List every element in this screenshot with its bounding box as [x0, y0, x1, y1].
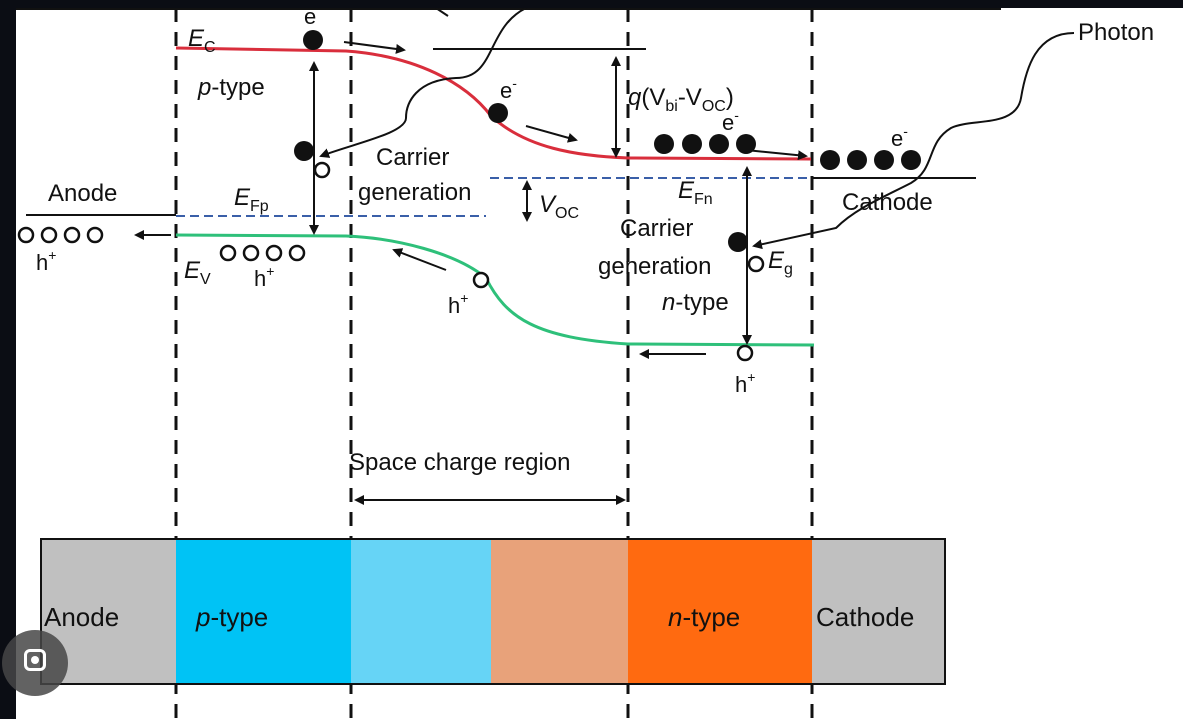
electron [294, 141, 314, 161]
electron [736, 134, 756, 154]
bar-anode-label: Anode [44, 602, 119, 632]
electron [874, 150, 894, 170]
eg-label: Eg [768, 247, 793, 278]
electron-label-top: e [304, 8, 316, 29]
hole-drift-arrow-1 [392, 248, 447, 271]
generation-label-right: generation [598, 253, 711, 280]
built-in-potential-label: q(Vbi-VOC) [628, 84, 734, 115]
n-depletion-layer [491, 539, 628, 684]
n-type-layer [628, 539, 812, 684]
hole [736, 344, 754, 362]
anode-band-label: Anode [48, 180, 117, 207]
electron-label-far: e- [891, 123, 908, 151]
p-type-layer [176, 539, 351, 684]
hole [288, 244, 306, 262]
lens-dot-icon [31, 656, 39, 664]
electron [728, 232, 748, 252]
electron [682, 134, 702, 154]
hole [17, 226, 35, 244]
electron-label-right: e- [722, 107, 739, 135]
hole [472, 271, 490, 289]
efn-label: EFn [678, 177, 713, 208]
cathode-layer [812, 539, 945, 684]
n-type-band-label: n-type [662, 289, 729, 316]
electron [488, 103, 508, 123]
p-depletion-layer [351, 539, 491, 684]
cathode-band-label: Cathode [842, 189, 933, 216]
electron-drift-arrow-2 [525, 125, 578, 143]
hole-label-n: h+ [735, 369, 755, 397]
electron-label-mid: e- [500, 75, 517, 103]
electron [654, 134, 674, 154]
ev-label: EV [184, 257, 211, 288]
hole [313, 161, 331, 179]
electron [820, 150, 840, 170]
hole [747, 255, 765, 273]
electron-drift-arrow-3 [745, 149, 808, 161]
visual-search-button[interactable] [2, 630, 68, 696]
lens-icon [24, 649, 46, 671]
hole [86, 226, 104, 244]
hole-label-mid: h+ [448, 290, 468, 318]
hole [219, 244, 237, 262]
hole-label-anode: h+ [36, 247, 56, 275]
electron [901, 150, 921, 170]
voc-label: VOC [539, 191, 579, 222]
hole [242, 244, 260, 262]
bar-cathode-label: Cathode [816, 602, 914, 632]
photon-path-stub [435, 8, 449, 17]
photon-path-right [752, 32, 1075, 250]
device-structure-bar [40, 538, 946, 685]
electron [847, 150, 867, 170]
ec-label: EC [188, 25, 216, 56]
p-type-band-label: p-type [197, 74, 265, 101]
electrons [294, 30, 921, 252]
hole [63, 226, 81, 244]
space-charge-label: Space charge region [349, 449, 570, 476]
hole [40, 226, 58, 244]
hole [265, 244, 283, 262]
bar-p-type-label: p-type [195, 602, 268, 632]
electron [709, 134, 729, 154]
bar-n-type-label: n-type [668, 602, 740, 632]
electron-drift-arrow-1 [343, 41, 406, 54]
generation-label-left: generation [358, 179, 471, 206]
photon-path-left [319, 8, 527, 158]
diagram-canvas: Photon EC e p-type e- q(Vbi-VOC) e- e- C… [16, 8, 1183, 719]
carrier-label-left: Carrier [376, 144, 449, 171]
carrier-label-right: Carrier [620, 215, 693, 242]
photon-label: Photon [1078, 19, 1154, 46]
hole-label-p: h+ [254, 263, 274, 291]
efp-label: EFp [234, 184, 269, 215]
band-diagram: Photon EC e p-type e- q(Vbi-VOC) e- e- C… [16, 8, 1154, 719]
electron [303, 30, 323, 50]
holes [17, 161, 765, 362]
